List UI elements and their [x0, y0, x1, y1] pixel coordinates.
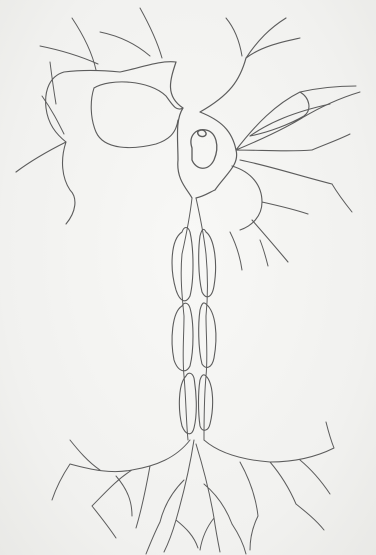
dendrite-upper-right [232, 18, 332, 262]
cell-body [170, 58, 246, 198]
myelin-sheath-1 [172, 228, 193, 301]
axon-terminal-left [52, 440, 190, 538]
axon-terminal-center [146, 440, 232, 554]
axon-terminal-right [204, 422, 334, 554]
axon-right-edge [196, 198, 208, 440]
nucleus [191, 130, 217, 169]
myelin-sheath-3 [172, 303, 193, 371]
pencil-strokes [16, 8, 360, 554]
myelin-sheath-5 [179, 373, 196, 434]
myelin-sheath-4 [199, 303, 216, 367]
dendrite-upper-left [16, 62, 183, 224]
dendrite-right-branches [226, 18, 360, 270]
nucleolus [198, 130, 206, 137]
